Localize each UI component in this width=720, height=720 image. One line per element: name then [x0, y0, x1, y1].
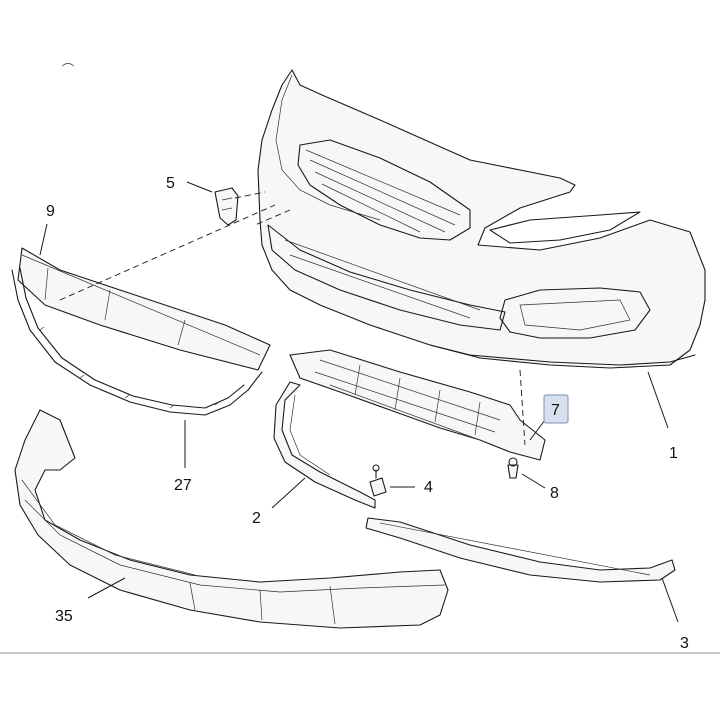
callout-labels: 1 2 3 4 5 7 8 9 27 35: [46, 175, 689, 652]
part-3-lower-strip: [365, 517, 676, 583]
part-35-front-spoiler: [14, 409, 449, 629]
part-2-lower-trim: [273, 381, 376, 509]
leader-lines: [39, 181, 679, 623]
callout-1: 1: [669, 445, 678, 462]
part-1-bumper-cover: [257, 69, 706, 369]
leader-35: [87, 577, 126, 599]
part-27-grille-frame: [11, 267, 263, 416]
part-5-bracket: [214, 187, 239, 226]
callout-35: 35: [55, 608, 73, 625]
part-4-clip: [369, 464, 387, 497]
callout-8: 8: [550, 485, 559, 502]
part-9-grille-trim: [17, 247, 271, 371]
part-8-fastener: [507, 457, 519, 479]
leader-5: [186, 181, 213, 193]
callout-3: 3: [680, 635, 689, 652]
leader-8: [521, 473, 546, 489]
alignment-lines: [59, 191, 526, 446]
callout-7: 7: [551, 402, 560, 419]
callout-2: 2: [252, 510, 261, 527]
part-7-underbody-shield: [289, 349, 546, 461]
callout-7-highlight: [543, 394, 569, 424]
stray-mark: [61, 63, 75, 67]
callout-5: 5: [166, 175, 175, 192]
leader-2: [271, 477, 306, 509]
callout-4: 4: [424, 479, 433, 496]
leader-7: [529, 419, 546, 441]
leader-3: [661, 577, 679, 623]
callout-9: 9: [46, 203, 55, 220]
callout-27: 27: [174, 477, 192, 494]
leader-9: [39, 223, 48, 256]
leader-1: [647, 371, 669, 429]
